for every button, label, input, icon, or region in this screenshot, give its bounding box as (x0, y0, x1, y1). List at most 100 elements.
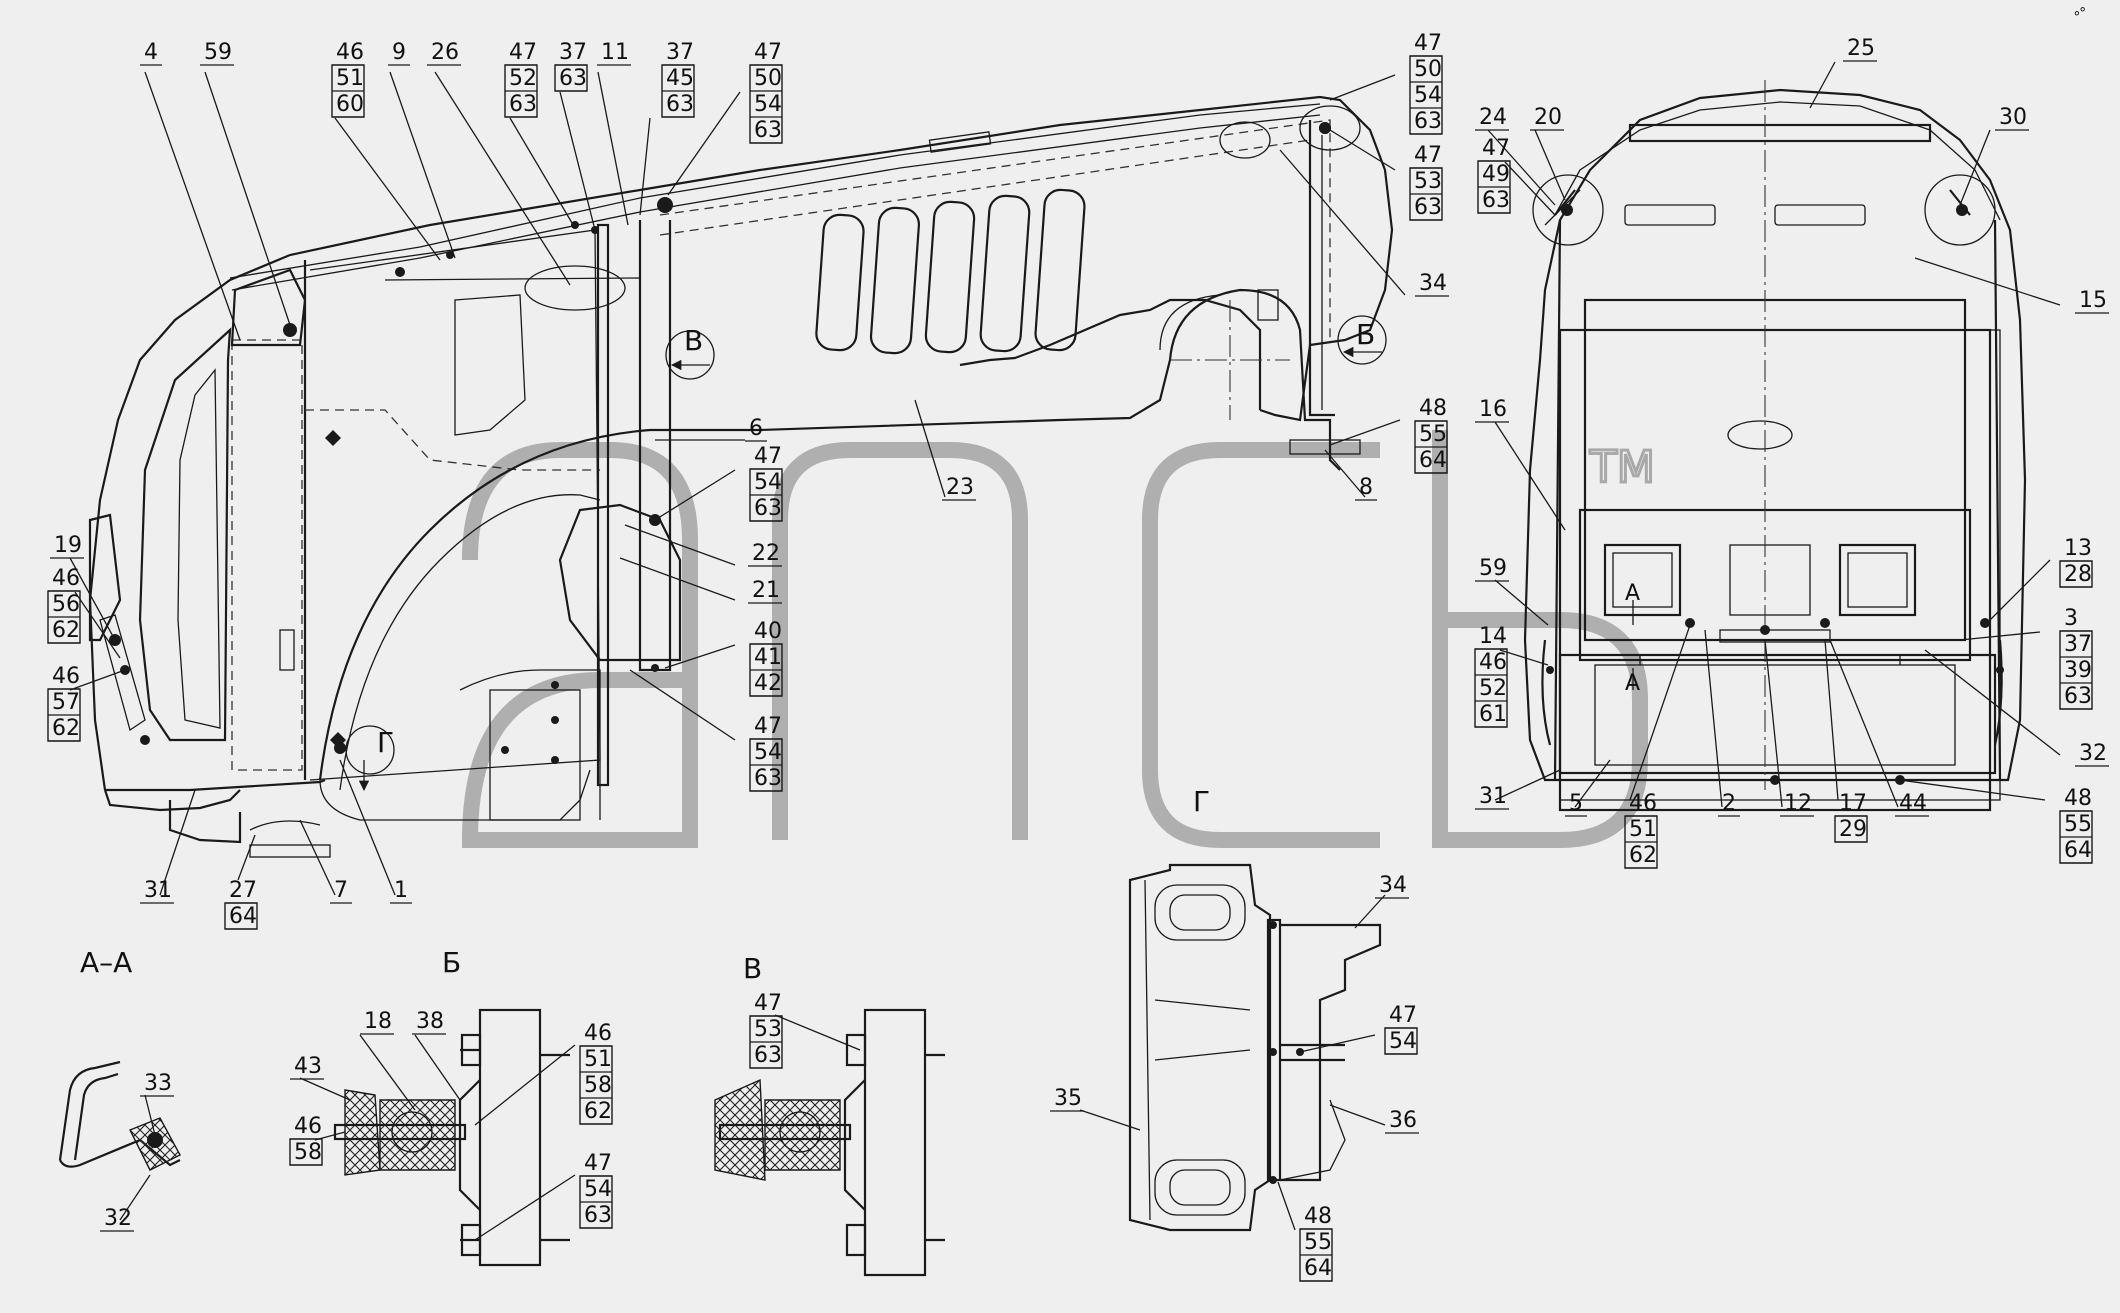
callout-2: 2 (1704, 629, 1740, 817)
callout-number: 50 (754, 66, 782, 91)
callout-leader (434, 71, 571, 286)
callout-number: 63 (1482, 188, 1510, 213)
callout-35: 35 (1050, 1086, 1141, 1131)
callout-number: 7 (334, 878, 348, 903)
callout-number: 3 (2064, 606, 2078, 631)
callout-leader (1704, 629, 1723, 808)
section-aa-title: А–А (80, 946, 132, 979)
callout-38: 38 (412, 1009, 461, 1101)
callout-frame (1834, 815, 1868, 843)
callout-leader (144, 71, 241, 341)
callout-9: 9 (388, 40, 456, 259)
view-g-title: Г (1193, 785, 1210, 818)
callout-number: 24 (1479, 105, 1507, 130)
callout-number: 39 (2064, 658, 2092, 683)
callout-11: 11 (597, 40, 631, 226)
callout-leader (1899, 779, 2046, 801)
callout-number: 8 (1359, 475, 1373, 500)
callout-number: 52 (1479, 676, 1507, 701)
corner-mark: °° (2072, 4, 2093, 25)
callout-number: 63 (754, 1043, 782, 1068)
callout-number: 63 (1414, 195, 1442, 220)
callout-number: 53 (1414, 169, 1442, 194)
callout-12: 12 (1764, 639, 1814, 817)
callout-number: 31 (144, 878, 172, 903)
callout-number: 11 (601, 40, 629, 65)
callout-8: 8 (1324, 449, 1377, 501)
callout-frame (2059, 810, 2093, 864)
callout-15: 15 (1914, 257, 2109, 314)
callout-leader (119, 1174, 151, 1221)
callout-number: 48 (2064, 786, 2092, 811)
callout-34-top: 34 (1279, 149, 1449, 297)
callout-59-right: 59 (1475, 556, 1549, 626)
callout-leader (204, 71, 291, 326)
callout-number: 31 (1479, 784, 1507, 809)
callout-leader (144, 1094, 156, 1136)
callout-frame (47, 590, 81, 644)
callout-number: 33 (144, 1071, 172, 1096)
callout-number: 52 (509, 66, 537, 91)
callout-number: 56 (52, 592, 80, 617)
callout-number: 63 (509, 92, 537, 117)
callout-frame (1384, 1027, 1418, 1055)
callout-number: 47 (1414, 143, 1442, 168)
callout-number: 37 (559, 40, 587, 65)
callout-leader (559, 91, 596, 231)
callout-leader (1959, 129, 1991, 206)
callout-leader (474, 1044, 576, 1126)
front-view-fasteners (1546, 204, 2004, 785)
callout-leader (1914, 257, 2061, 306)
callout-number: 22 (752, 541, 780, 566)
callout-21: 21 (619, 557, 782, 604)
callout-number: 63 (584, 1203, 612, 1228)
callout-number: 20 (1534, 105, 1562, 130)
callout-number: 60 (336, 92, 364, 117)
callout-frame (504, 64, 538, 118)
view-mark-g: Г (345, 725, 395, 792)
callout-number: 45 (666, 66, 694, 91)
callout-6: 6 (655, 416, 767, 442)
callout-number: 61 (1479, 702, 1507, 727)
callout-number: 62 (1629, 843, 1657, 868)
callout-leader (774, 1014, 861, 1051)
callout-frame (331, 64, 365, 118)
side-view: Б В Г (88, 95, 1394, 858)
callout-leader (1534, 129, 1566, 201)
callout-number: 49 (1482, 162, 1510, 187)
callout-number: 54 (584, 1177, 612, 1202)
callout-24: 24 (1475, 105, 1556, 206)
callout-number: 43 (294, 1054, 322, 1079)
callout-number: 51 (584, 1047, 612, 1072)
callout-number: 23 (946, 475, 974, 500)
callout-frame (554, 64, 588, 92)
svg-text:А: А (1625, 581, 1640, 606)
callout-20: 20 (1530, 105, 1566, 201)
callout-frame (749, 643, 783, 697)
callout-leader (299, 1077, 351, 1101)
callout-number: 59 (204, 40, 232, 65)
section-v-title: В (743, 952, 762, 985)
callout-number: 41 (754, 645, 782, 670)
callout-number: 63 (1414, 109, 1442, 134)
callout-number: 47 (1482, 136, 1510, 161)
callout-leader (1574, 759, 1611, 808)
callout-number: 26 (431, 40, 459, 65)
callout-leader (159, 789, 196, 896)
